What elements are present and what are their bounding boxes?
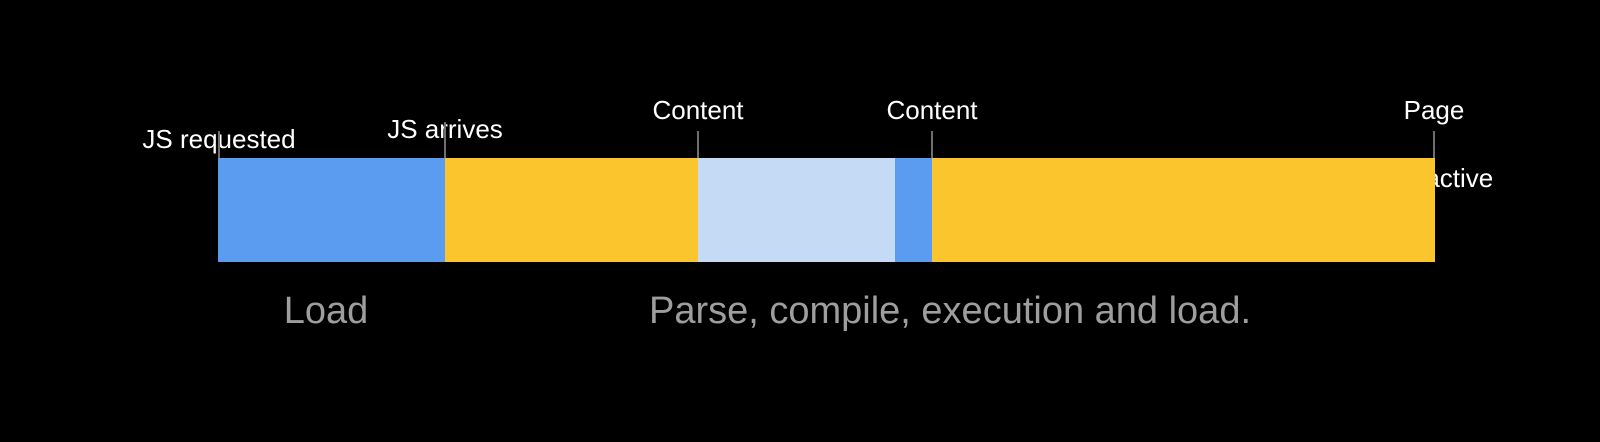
marker-line-1: Content [886,95,978,125]
tick-line-js-requested [218,131,220,158]
bar-segment-content-fetch [698,158,895,262]
marker-label-js-requested: JS requested [39,88,399,190]
tick-line-page-interactive [1433,131,1435,158]
bar-segment-execute-render [932,158,1435,262]
caption-parse-compile-execute: Parse, compile, execution and load. [648,290,1252,332]
bar-segment-parse-compile [445,158,698,262]
marker-line-1: JS arrives [387,114,503,144]
timeline-bar [218,158,1435,262]
caption-load: Load [283,290,369,332]
tick-line-content-fetch [697,131,699,158]
marker-line-1: Content [652,95,744,125]
bar-segment-network-load [218,158,445,262]
marker-line-1: Page [1403,95,1465,125]
marker-line-1: JS requested [142,124,296,154]
bar-segment-content-transfer [895,158,932,262]
tick-line-content-arrives [931,131,933,158]
tick-line-js-arrives [444,122,446,158]
marker-label-js-arrives: JS arrives [265,78,625,180]
